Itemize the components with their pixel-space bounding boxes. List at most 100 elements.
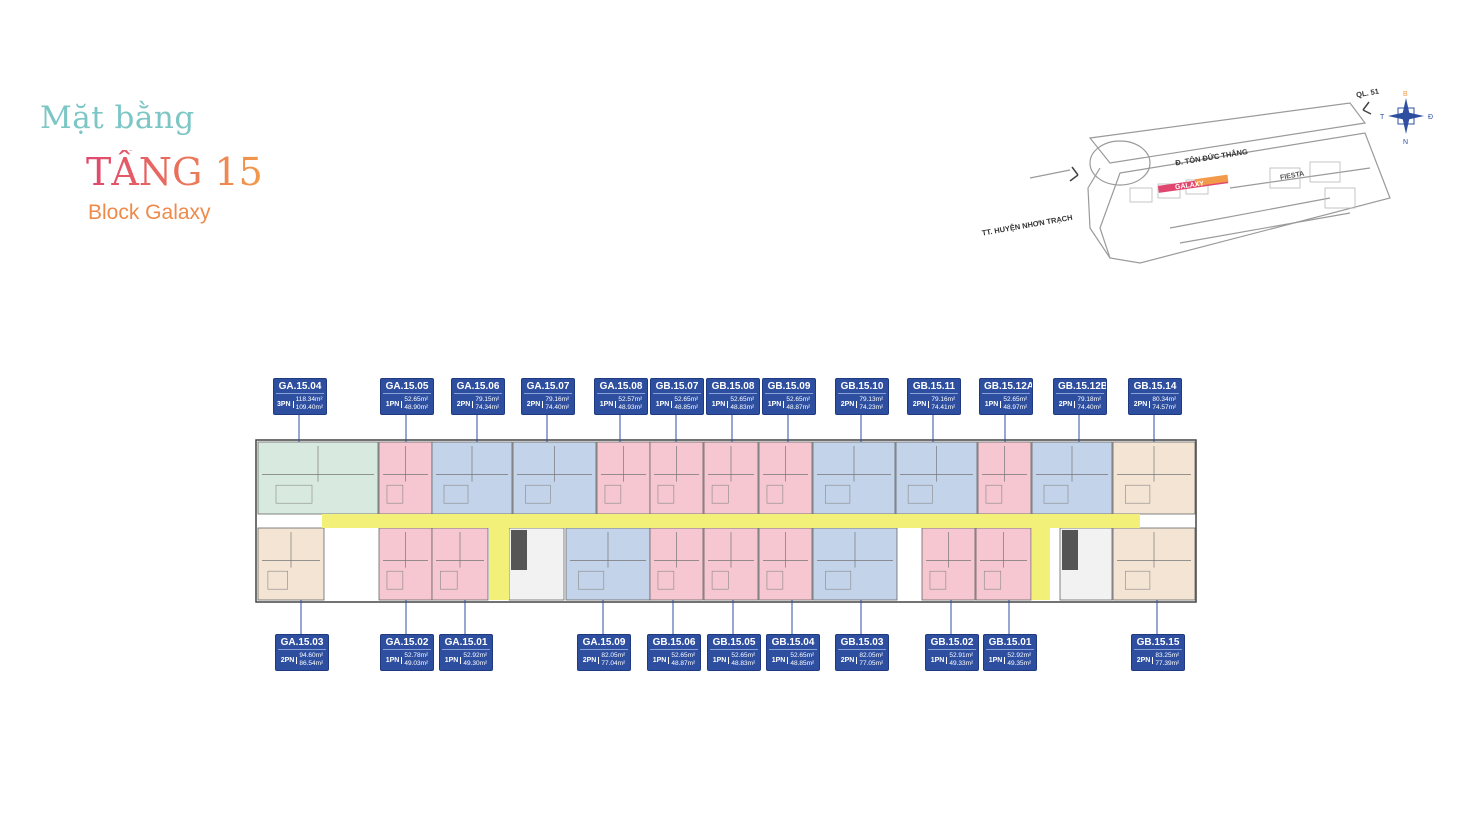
unit-area-net: 77.04m² [601,660,626,667]
unit-bedrooms: 2PN [841,656,858,664]
unit-area-gross: 94.60m² [299,652,324,659]
unit-bedrooms: 1PN [989,656,1006,664]
unit-area-net: 74.23m² [859,404,884,411]
corridor [322,514,1140,528]
unit-bedrooms: 2PN [1137,656,1154,664]
unit-bedrooms: 1PN [712,400,729,408]
wall-bot-2-c [440,570,458,590]
unit-bedrooms: 2PN [527,400,544,408]
unit-area-gross: 79.15m² [475,396,500,403]
wall-top-9-c [907,484,933,504]
unit-bedrooms: 1PN [768,400,785,408]
wall-top-5-c [657,484,675,504]
unit-area-net: 74.57m² [1152,404,1177,411]
unit-code: GB.15.07 [653,379,701,394]
unit-area-gross: 79.16m² [545,396,570,403]
unit-bedrooms: 2PN [457,400,474,408]
unit-area-net: 86.54m² [299,660,324,667]
unit-bedrooms: 1PN [713,656,730,664]
unit-code: GA.15.03 [278,635,326,650]
unit-area-net: 49.03m² [404,660,429,667]
elevator-2 [1062,530,1078,570]
unit-bedrooms: 2PN [1134,400,1151,408]
compass-icon: B T Đ N [1380,91,1433,146]
unit-bedrooms: 2PN [1059,400,1076,408]
unit-bedrooms: 3PN [277,400,294,408]
unit-bedrooms: 1PN [445,656,462,664]
unit-area-gross: 52.92m² [1007,652,1032,659]
unit-area-gross: 52.92m² [463,652,488,659]
wall-top-6-c [711,484,729,504]
wall-bot-1-c [386,570,404,590]
unit-area-net: 48.87m² [786,404,811,411]
wall-bot-9-c [983,570,1002,590]
unit-area-net: 49.33m² [949,660,974,667]
unit-area-gross: 52.65m² [404,396,429,403]
unit-code: GB.15.05 [710,635,758,650]
site-key-map: GALAXY FIESTA Đ. TÔN ĐỨC THẮNG TT. HUYỆN… [981,87,1433,264]
wall-top-1-c [386,484,404,504]
unit-bedrooms: 2PN [281,656,298,664]
unit-code: GA.15.06 [454,379,502,394]
unit-bedrooms: 1PN [772,656,789,664]
wall-bot-7-c [825,570,852,590]
unit-area-net: 48.85m² [674,404,699,411]
wall-top-7-c [766,484,784,504]
unit-code: GB.15.12A [982,381,1033,394]
unit-area-net: 49.30m² [463,660,488,667]
unit-area-gross: 52.65m² [674,396,699,403]
unit-area-gross: 82.05m² [601,652,626,659]
unit-code: GA.15.07 [524,379,572,394]
unit-area-net: 49.35m² [1007,660,1032,667]
unit-area-gross: 52.78m² [404,652,429,659]
unit-code: GB.15.02 [928,635,976,650]
elevator-1 [511,530,527,570]
unit-area-net: 48.90m² [404,404,429,411]
unit-code: GA.15.08 [597,379,645,394]
unit-code: GB.15.03 [838,635,886,650]
unit-bedrooms: 1PN [653,656,670,664]
unit-code: GB.15.09 [765,379,813,394]
unit-area-net: 48.87m² [671,660,696,667]
unit-code: GB.15.12B [1056,381,1107,394]
site-galaxy-label: GALAXY [1175,180,1205,191]
svg-text:T: T [1380,114,1385,121]
unit-code: GB.15.01 [986,635,1034,650]
wall-top-10-c [985,484,1003,504]
wall-top-0-c [275,484,313,504]
svg-text:N: N [1403,139,1408,146]
unit-area-net: 48.93m² [618,404,643,411]
unit-area-net: 74.41m² [931,404,956,411]
unit-code: GA.15.02 [383,635,431,650]
title-block: Block Galaxy [88,201,211,224]
unit-code: GB.15.04 [769,635,817,650]
site-road-right: QL. 51 [1355,87,1379,100]
unit-code: GA.15.01 [442,635,490,650]
unit-code: GB.15.11 [910,379,958,394]
unit-bedrooms: 1PN [931,656,948,664]
title-floor: TẦNG 15 [86,150,263,194]
unit-area-gross: 52.65m² [1003,396,1028,403]
wall-bot-3-c [578,570,605,590]
unit-area-net: 74.34m² [475,404,500,411]
